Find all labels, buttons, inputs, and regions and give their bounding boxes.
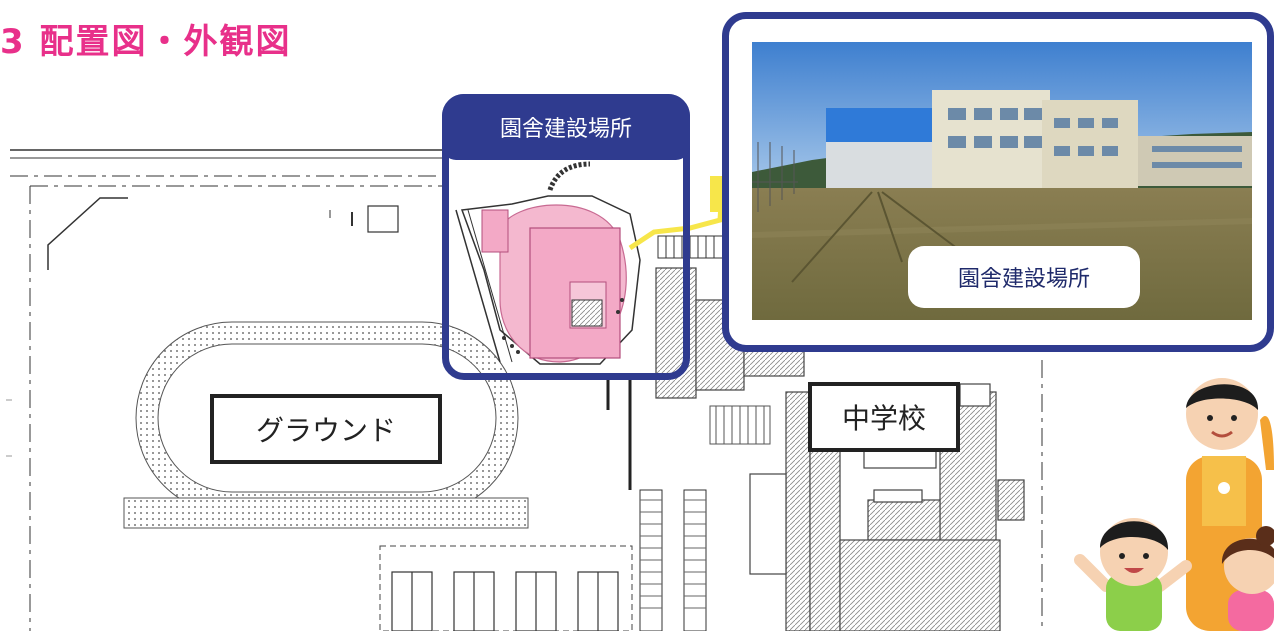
people-illustration-icon <box>1074 378 1274 631</box>
ground-label: グラウンド <box>210 394 442 464</box>
photo-caption: 園舎建設場所 <box>908 246 1140 308</box>
site-photo <box>752 42 1252 320</box>
page-title: 3 配置図・外観図 <box>0 22 292 62</box>
school-label: 中学校 <box>808 382 960 452</box>
construction-site-tab: 園舎建設場所 <box>442 94 690 160</box>
